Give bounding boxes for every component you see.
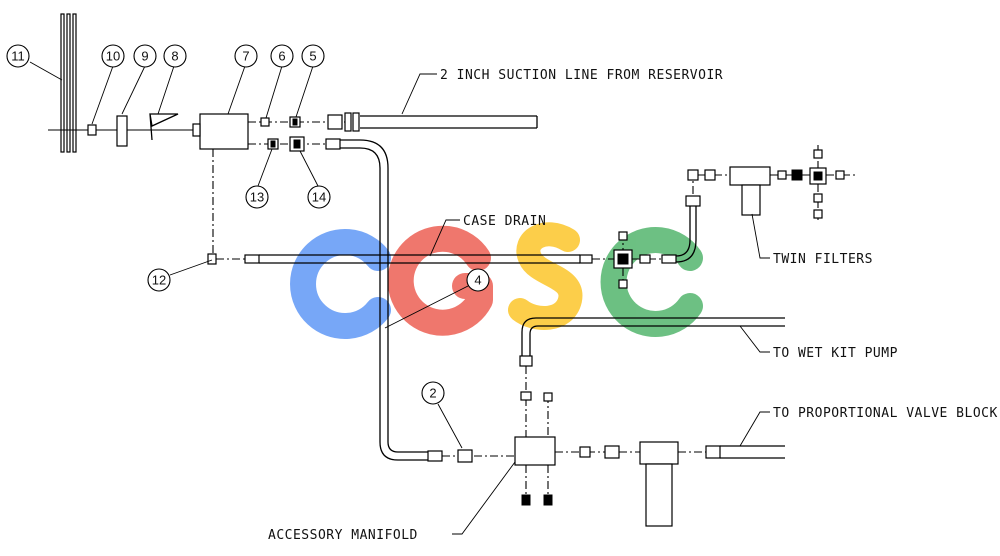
callout-14: 14 xyxy=(307,185,331,209)
fitting-item-14 xyxy=(289,136,305,152)
callout-9: 9 xyxy=(133,44,157,68)
bracket-item-8 xyxy=(149,113,179,141)
plate-item-9 xyxy=(116,115,128,147)
svg-text:5: 5 xyxy=(309,49,316,64)
twin-filters-assembly xyxy=(698,145,858,220)
svg-text:2: 2 xyxy=(429,386,436,401)
callout-10: 10 xyxy=(101,44,125,68)
label-suction-line: 2 INCH SUCTION LINE FROM RESERVOIR xyxy=(440,68,723,83)
rails-item-11 xyxy=(60,13,77,153)
proportional-valve-line xyxy=(555,441,785,527)
callout-13: 13 xyxy=(245,185,269,209)
watermark-letter-g xyxy=(387,225,493,336)
svg-text:4: 4 xyxy=(474,273,481,288)
svg-text:14: 14 xyxy=(312,190,326,205)
case-drain-line xyxy=(207,253,614,265)
fitting-item-10 xyxy=(87,124,97,136)
accessory-manifold-block xyxy=(442,392,556,506)
label-case-drain: CASE DRAIN xyxy=(463,214,546,229)
case-drain-cross-block xyxy=(613,169,701,289)
watermark-letter-c2 xyxy=(600,227,703,337)
callout-8: 8 xyxy=(163,44,187,68)
svg-text:10: 10 xyxy=(106,49,120,64)
pump-item-7 xyxy=(192,113,249,150)
svg-text:12: 12 xyxy=(152,273,166,288)
callout-4: 4 xyxy=(466,268,490,292)
svg-text:9: 9 xyxy=(141,49,148,64)
watermark-letter-c1 xyxy=(290,229,391,339)
label-proportional-valve: TO PROPORTIONAL VALVE BLOCK xyxy=(773,406,998,421)
callout-2: 2 xyxy=(421,381,445,405)
watermark-letter-s xyxy=(508,222,583,330)
suction-valve xyxy=(327,112,360,132)
hose-item-4 xyxy=(325,138,443,462)
callout-6: 6 xyxy=(270,44,294,68)
svg-text:13: 13 xyxy=(250,190,264,205)
wet-kit-pump-line xyxy=(519,317,785,440)
fitting-item-6 xyxy=(260,117,270,127)
callout-5: 5 xyxy=(301,44,325,68)
svg-text:11: 11 xyxy=(11,49,25,64)
leader-lines xyxy=(29,61,770,535)
label-accessory-manifold: ACCESSORY MANIFOLD xyxy=(268,528,418,543)
svg-text:8: 8 xyxy=(171,49,178,64)
callout-7: 7 xyxy=(234,44,258,68)
svg-text:7: 7 xyxy=(242,49,249,64)
label-twin-filters: TWIN FILTERS xyxy=(773,252,873,267)
suction-pipe xyxy=(360,115,538,129)
callout-11: 11 xyxy=(6,44,30,68)
cgsc-watermark-logo xyxy=(290,222,703,339)
fitting-item-5 xyxy=(289,116,301,128)
label-wet-kit-pump: TO WET KIT PUMP xyxy=(773,346,898,361)
fitting-item-13 xyxy=(267,138,279,150)
svg-text:6: 6 xyxy=(278,49,285,64)
callout-12: 12 xyxy=(147,268,171,292)
